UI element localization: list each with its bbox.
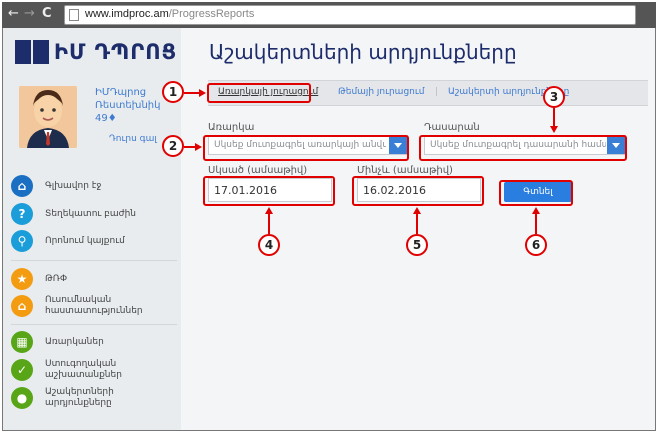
user-balance: 49♦ [95, 113, 117, 124]
arrow-up-icon [265, 207, 273, 214]
sidebar-item-institutions[interactable]: ⌂ Ուսումնական հաստատություններ [11, 292, 145, 320]
tab-divider: | [435, 87, 439, 97]
annotation-badge: 4 [258, 234, 280, 256]
arrow-up-icon [532, 207, 540, 214]
address-text: www.imdproc.am/ProgressReports [85, 8, 255, 20]
sidebar-item-help[interactable]: ? Տեղեկատու բաժին [11, 200, 145, 228]
connector [553, 108, 555, 127]
forward-icon[interactable]: → [24, 6, 35, 21]
logout-link[interactable]: Դուրս գալ [109, 134, 157, 144]
sidebar-item-label: Ստուգողական աշխատանքներ [45, 359, 122, 380]
reload-icon[interactable]: C [42, 6, 52, 21]
sidebar-item-subjects[interactable]: ▦ Առարկաներ [11, 328, 145, 356]
connector [535, 214, 537, 234]
highlight-search [499, 180, 573, 206]
annotation-badge: 2 [162, 135, 184, 157]
main-content: Աշակերտների արդյունքները Առարկայի յուրաց… [181, 28, 655, 430]
tab-topic-mastery[interactable]: Թեմայի յուրացում [338, 87, 425, 97]
chevron-down-icon[interactable] [607, 136, 625, 154]
start-date-value: 17.01.2016 [214, 184, 277, 197]
highlight-start-date [203, 176, 335, 206]
sidebar-item-label: Ուսումնական հաստատություններ [45, 295, 143, 316]
subject-select[interactable]: Սկսեք մուտքագրել առարկայի անվանու... [208, 135, 408, 155]
sidebar: ԻՄ ԴՊՐՈՑ ԻՄԴպրոց Ռեստեխնիկ 49♦ Դուրս գալ… [3, 28, 181, 430]
institution-icon: ⌂ [11, 295, 33, 317]
sidebar-item-label: Գլխավոր էջ [45, 180, 102, 191]
tab-student-results[interactable]: Աշակերտի արդյունքները [448, 87, 570, 97]
arrow-right-icon [199, 89, 206, 97]
highlight-classroom [419, 135, 627, 161]
browser-toolbar: ← → C www.imdproc.am/ProgressReports [2, 2, 656, 28]
page-title: Աշակերտների արդյունքները [209, 40, 517, 64]
book-icon: ▦ [11, 331, 33, 353]
divider [11, 260, 177, 261]
start-date-label: Սկսած (ամսաթիվ) [208, 165, 308, 176]
annotation-badge: 5 [406, 234, 428, 256]
app-window: ԻՄ ԴՊՐՈՑ ԻՄԴպրոց Ռեստեխնիկ 49♦ Դուրս գալ… [2, 28, 656, 431]
arrow-right-icon [195, 143, 202, 151]
arrow-up-icon [413, 207, 421, 214]
check-icon: ✓ [11, 359, 33, 381]
search-icon: ⚲ [11, 230, 33, 252]
user-name[interactable]: ԻՄԴպրոց Ռեստեխնիկ [95, 87, 161, 111]
sidebar-item-tests[interactable]: ✓ Ստուգողական աշխատանքներ [11, 356, 145, 384]
highlight-tab [207, 83, 311, 103]
avatar [19, 86, 77, 148]
highlight-subject [203, 135, 409, 161]
connector [184, 92, 200, 94]
start-date-input[interactable]: 17.01.2016 [208, 178, 332, 202]
tab-subject-mastery[interactable]: Առարկայի յուրացում [218, 87, 319, 97]
home-icon: ⌂ [11, 175, 33, 197]
subject-label: Առարկա [208, 122, 255, 133]
annotation-badge: 6 [525, 234, 547, 256]
annotation-badge: 3 [543, 86, 565, 108]
connector [184, 146, 196, 148]
sidebar-item-trf[interactable]: ★ ԹՌՓ [11, 265, 145, 293]
book-logo-icon [15, 40, 49, 64]
sidebar-item-results[interactable]: ● Աշակերտների արդյունքները [11, 384, 145, 412]
subject-placeholder: Սկսեք մուտքագրել առարկայի անվանու... [214, 140, 386, 150]
divider [11, 324, 177, 325]
sidebar-item-label: Տեղեկատու բաժին [45, 208, 136, 219]
highlight-end-date [352, 176, 484, 206]
end-date-label: Մինչև (ամսաթիվ) [357, 165, 453, 176]
users-icon: ● [11, 387, 33, 409]
logo[interactable]: ԻՄ ԴՊՐՈՑ [15, 40, 177, 64]
connector [416, 214, 418, 234]
logo-text: ԻՄ ԴՊՐՈՑ [54, 40, 178, 64]
star-icon: ★ [11, 268, 33, 290]
search-button[interactable]: Գտնել [504, 182, 572, 202]
sidebar-item-label: Աշակերտների արդյունքները [45, 387, 114, 408]
help-icon: ? [11, 203, 33, 225]
classroom-placeholder: Սկսեք մուտքագրել դասարանի համարը [430, 140, 606, 150]
sidebar-item-label: Առարկաներ [45, 336, 104, 347]
arrow-down-icon [550, 126, 558, 133]
end-date-input[interactable]: 16.02.2016 [357, 178, 481, 202]
chevron-down-icon[interactable] [389, 136, 407, 154]
connector [268, 214, 270, 234]
classroom-label: Դասարան [424, 122, 480, 133]
annotation-badge: 1 [162, 81, 184, 103]
end-date-value: 16.02.2016 [363, 184, 426, 197]
sidebar-item-search[interactable]: ⚲ Որոնում կայքում [11, 227, 145, 255]
sidebar-item-home[interactable]: ⌂ Գլխավոր էջ [11, 172, 145, 200]
sidebar-item-label: ԹՌՓ [45, 273, 68, 284]
back-icon[interactable]: ← [8, 6, 19, 21]
sidebar-item-label: Որոնում կայքում [45, 235, 125, 246]
address-bar[interactable]: www.imdproc.am/ProgressReports [64, 5, 636, 25]
page-icon [69, 9, 79, 21]
